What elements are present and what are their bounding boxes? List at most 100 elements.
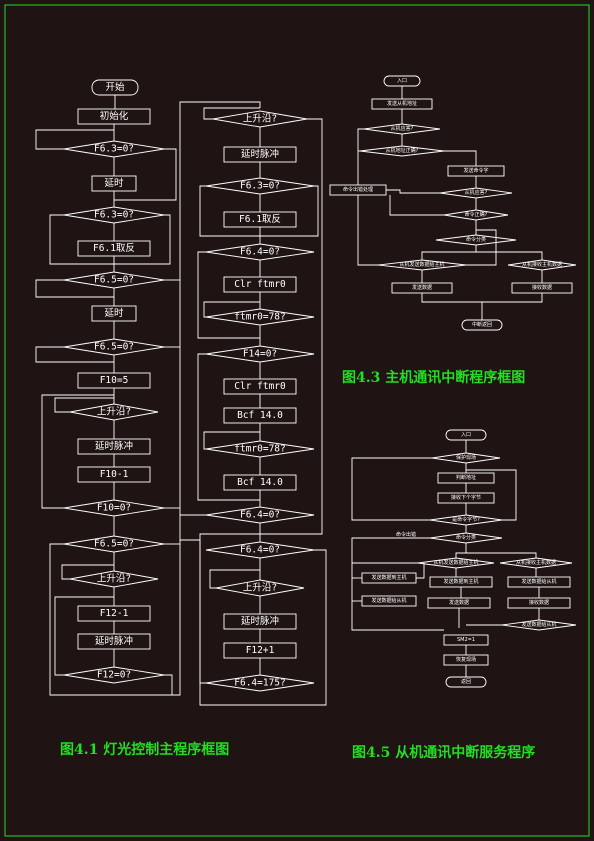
f43-cmd-correct-label: 命令正确?: [465, 211, 488, 218]
f45-side-label: 命令出错: [396, 531, 416, 538]
decision-rising-edge-3-label: 上升沿?: [243, 114, 277, 125]
decision-f63-3-label: F6.3=0?: [240, 181, 280, 192]
flowchart-fig41-left: 开始 初始化 F6.3=0? 延时 F6.3=0? F6.1取反 F6.5=0?…: [35, 79, 261, 696]
decision-f65-2-label: F6.5=0?: [94, 342, 134, 353]
dec-f10-label: F10-1: [100, 469, 129, 480]
start-label: 开始: [105, 81, 125, 93]
clr-ftmr0-label-2: Clr ftmr0: [234, 381, 286, 392]
pulse-label-1: 延时脉冲: [95, 440, 133, 452]
decision-ftmr0-1: [205, 308, 315, 326]
f43-cmd-classify-label: 命令分类: [466, 236, 486, 243]
decision-f64-2-label: F6.4=0?: [240, 510, 280, 521]
decision-f14: [205, 345, 315, 363]
f45-send-data-label: 发送数据: [449, 599, 469, 606]
init-label: 初始化: [100, 110, 129, 122]
f43-slave-ack-1-label: 从机应答?: [391, 125, 414, 132]
decision-f64-175: [205, 674, 315, 692]
clr-ftmr0-label-1: Clr ftmr0: [234, 279, 286, 290]
decision-f10-zero-label: F10=0?: [97, 503, 131, 514]
decision-ftmr0-1-label: ftmr0=78?: [234, 312, 285, 323]
decision-rising-edge-2: [69, 570, 159, 588]
f43-return-label: 中断返回: [472, 321, 492, 328]
outer-frame: [4, 4, 590, 837]
f45-slave-send-label: 从机发送数据给主机: [433, 559, 478, 566]
f45-send-finished-label: 发送数据给从机: [521, 621, 556, 628]
f43-cmd-correct: [443, 209, 509, 221]
decision-f14-label: F14=0?: [243, 349, 277, 360]
f45-recv-data-label: 接收数据: [529, 599, 549, 606]
decision-rising-edge-1-label: 上升沿?: [97, 407, 131, 418]
set-f10-label: F10=5: [100, 375, 129, 386]
pulse-label-3: 延时脉冲: [241, 148, 279, 160]
f43-slave-ack-2-label: 从机应答?: [465, 189, 488, 196]
f45-cmd-classify: [429, 532, 503, 544]
caption-fig45: 图4.5 从机通讯中断服务程序: [352, 744, 535, 761]
f43-slave-send-label: 从机发送数据给主机: [399, 261, 444, 268]
f45-sm2-label: SM2=1: [457, 637, 475, 643]
decision-f64-1: [205, 243, 315, 261]
decision-f64-1-label: F6.4=0?: [240, 247, 280, 258]
f45-check-addr-label: 判断地址: [456, 474, 476, 481]
f43-cmd-classify: [435, 234, 517, 246]
f43-slave-ack-2: [439, 187, 513, 199]
decision-rising-edge-4: [215, 579, 305, 597]
decision-f64-3-label: F6.4=0?: [240, 545, 280, 556]
f43-slave-recv-label: 从机接收主机数据: [522, 261, 562, 268]
dec-f12-label: F12-1: [100, 608, 129, 619]
f45-restore-label: 恢复现场: [456, 656, 476, 663]
decision-f64-175-label: F6.4=175?: [234, 678, 285, 689]
flowchart-fig41-right: 上升沿? 延时脉冲 F6.3=0? F6.1取反 F6.4=0? Clr ftm…: [180, 107, 327, 706]
f45-recv-next-label: 接收下个字节: [451, 494, 481, 501]
decision-rising-edge-2-label: 上升沿?: [97, 574, 131, 585]
decision-f63-1-label: F6.3=0?: [94, 144, 134, 155]
f43-slave-ack-1: [363, 123, 441, 135]
pulse-label-2: 延时脉冲: [95, 635, 133, 647]
caption-fig41: 图4.1 灯光控制主程序框图: [60, 741, 229, 758]
decision-ftmr0-2: [205, 440, 315, 458]
f43-recv-data-label: 接收数据: [532, 284, 552, 291]
decision-rising-edge-1: [69, 403, 159, 421]
pulse-label-4: 延时脉冲: [241, 615, 279, 627]
f45-left-box-2-label: 发送数据给从机: [371, 597, 406, 604]
decision-f63-2-label: F6.3=0?: [94, 210, 134, 221]
decision-f65-1-label: F6.5=0?: [94, 275, 134, 286]
inc-f12-label: F12+1: [246, 645, 275, 656]
f45-slave-recv: [499, 557, 573, 569]
bcf-label-1: Bcf 14.0: [237, 410, 283, 421]
f43-slave-recv: [507, 259, 577, 271]
flowchart-fig45: 入口 保护现场 判断地址 接收下个字节 是命令字节? 命令分类 从机发送数据给主…: [351, 429, 577, 688]
bcf-label-2: Bcf 14.0: [237, 477, 283, 488]
delay-label-1: 延时: [104, 177, 124, 189]
decision-f64-2: [205, 506, 315, 524]
f45-slave-send: [417, 557, 495, 569]
f45-send-to-slave-label: 发送数据给从机: [521, 578, 556, 585]
f43-return: [461, 319, 503, 331]
f45-is-cmd-label: 是命令字节?: [452, 516, 480, 523]
delay-label-2: 延时: [104, 307, 124, 319]
decision-f12-zero-label: F12=0?: [97, 670, 131, 681]
f45-slave-recv-label: 从机接收主机数据: [516, 559, 556, 566]
decision-f65-3-label: F6.5=0?: [94, 539, 134, 550]
flowchart-fig43: 入口 发送从机地址 从机应答? 从机地址正确? 发送命令字 从机应答? 命令正确…: [329, 75, 577, 331]
f43-send-addr-label: 发送从机地址: [387, 100, 417, 107]
f45-return-label: 返回: [461, 678, 471, 685]
f43-error-handling-label: 命令出错处理: [343, 186, 373, 193]
f45-left-box-1-label: 发送数据到主机: [371, 574, 406, 581]
f45-save-context-label: 保护现场: [456, 454, 476, 461]
f45-save-context: [431, 452, 501, 464]
decision-ftmr0-2-label: ftmr0=78?: [234, 444, 285, 455]
f61-toggle-label-2: F6.1取反: [239, 214, 281, 225]
f45-entry-label: 入口: [461, 432, 471, 438]
f45-cmd-classify-label: 命令分类: [456, 534, 476, 541]
f45-send-finished: [501, 619, 577, 631]
f43-entry-label: 入口: [397, 78, 407, 84]
f43-send-data-label: 发送数据: [412, 284, 432, 291]
f45-return: [445, 676, 487, 688]
decision-rising-edge-4-label: 上升沿?: [243, 583, 277, 594]
f61-toggle-label: F6.1取反: [93, 243, 135, 254]
f43-addr-correct-label: 从机地址正确?: [386, 147, 419, 154]
caption-fig43: 图4.3 主机通讯中断程序框图: [342, 369, 525, 386]
f45-send-to-master-label: 发送数据到主机: [443, 578, 478, 585]
f43-send-cmd-label: 发送命令字: [463, 167, 488, 174]
